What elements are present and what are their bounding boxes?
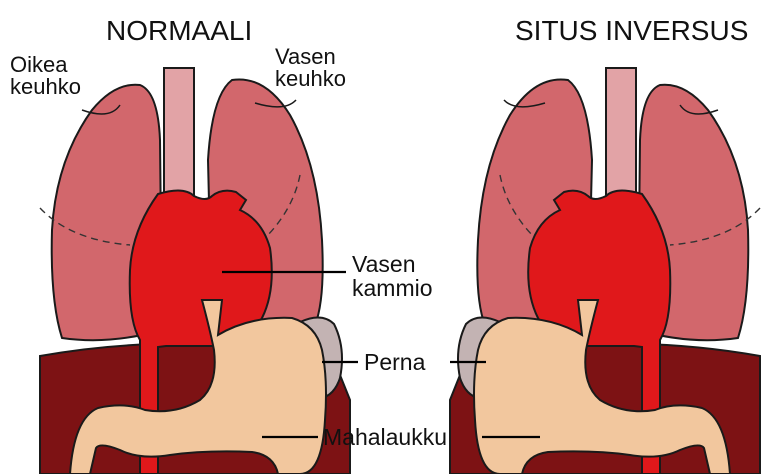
title-normal: NORMAALI — [106, 15, 252, 46]
label-stomach: Mahalaukku — [323, 424, 447, 450]
label-ventricle-line2: kammio — [352, 275, 433, 301]
label-left-lung-line2: keuhko — [275, 66, 346, 91]
situs-inversus-anatomy — [450, 68, 760, 474]
label-right-lung-line2: keuhko — [10, 74, 81, 99]
label-spleen: Perna — [364, 349, 426, 375]
label-ventricle-line1: Vasen — [352, 251, 416, 277]
title-situs-inversus: SITUS INVERSUS — [515, 15, 748, 46]
